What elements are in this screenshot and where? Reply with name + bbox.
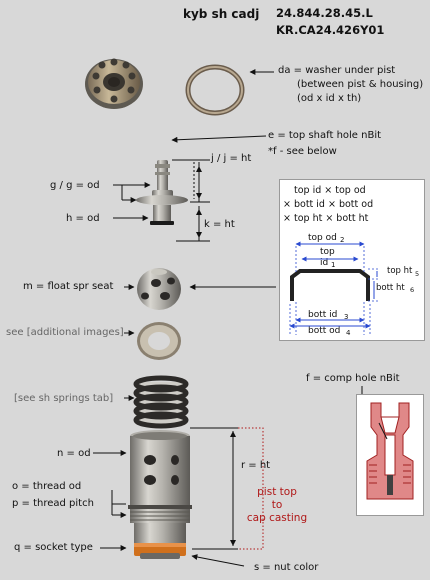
seat-bott-ht-label: bott ht [376, 283, 405, 293]
label-h: h = od [66, 213, 100, 224]
label-n: n = od [57, 448, 91, 459]
label-m: m = float spr seat [23, 281, 114, 292]
seat-box-line3: × top ht × bott ht [283, 213, 369, 224]
seat-dimension-box: top id × top od × bott id × bott od × to… [279, 179, 425, 341]
seat-id1-sub: 1 [331, 261, 335, 269]
label-p: p = thread pitch [12, 498, 94, 509]
alt-part-number: KR.CA24.426Y01 [276, 23, 385, 37]
label-da: da = washer under pist [278, 65, 396, 76]
valve-housing-part [128, 430, 192, 559]
model-title: kyb sh cadj [183, 7, 260, 21]
seat-bott-od-sub: 4 [346, 329, 351, 337]
label-s: s = nut color [254, 562, 319, 573]
pist-top-line1: pist top [257, 486, 297, 498]
label-g: g / g = od [50, 180, 100, 191]
float-spring-seat-part [137, 268, 181, 310]
label-additional-images: see [additional images] [6, 327, 124, 338]
label-springs-tab: [see sh springs tab] [14, 393, 114, 404]
washer-part [137, 322, 181, 360]
label-q: q = socket type [14, 542, 93, 553]
pist-top-line3: cap casting [246, 512, 308, 525]
seat-bott-id-sub: 3 [344, 313, 348, 321]
piston-part [85, 58, 143, 109]
comp-valve-section [361, 399, 419, 511]
seat-cross-section: top id × top od × bott id × bott od × to… [283, 185, 419, 337]
pist-top-line2: to [271, 499, 283, 512]
label-da-2: (between pist & housing) [297, 79, 424, 90]
washer-ring-part [185, 64, 245, 116]
label-r: r = ht [241, 460, 271, 471]
label-o: o = thread od [12, 481, 82, 492]
seat-top-ht-sub: 5 [415, 270, 419, 278]
spring-part [133, 375, 189, 429]
seat-top-od-label: top od [308, 233, 337, 243]
seat-bott-id-label: bott id [308, 310, 337, 320]
shaft-stem-part [136, 160, 188, 225]
label-e: e = top shaft hole nBit [268, 130, 382, 141]
part-number: 24.844.28.45.L [276, 6, 373, 20]
label-k: k = ht [204, 219, 235, 230]
seat-bott-od-label: bott od [308, 326, 340, 336]
seat-top-ht-label: top ht [387, 266, 413, 276]
label-da-3: (od x id x th) [297, 93, 362, 104]
seat-id1-label: id [320, 258, 328, 268]
label-j: j / j = ht [211, 153, 252, 164]
seat-box-line2: × bott id × bott od [283, 199, 373, 210]
comp-valve-inset [356, 394, 424, 516]
seat-bott-ht-sub: 6 [410, 286, 414, 294]
seat-top-od-sub: 2 [340, 236, 344, 244]
seat-box-line1: top id × top od [294, 185, 366, 196]
pist-top-note: pist top to cap casting [240, 486, 314, 525]
label-f-note: *f - see below [268, 146, 337, 157]
seat-top-label: top [320, 247, 335, 257]
label-f-comp: f = comp hole nBit [306, 373, 400, 384]
